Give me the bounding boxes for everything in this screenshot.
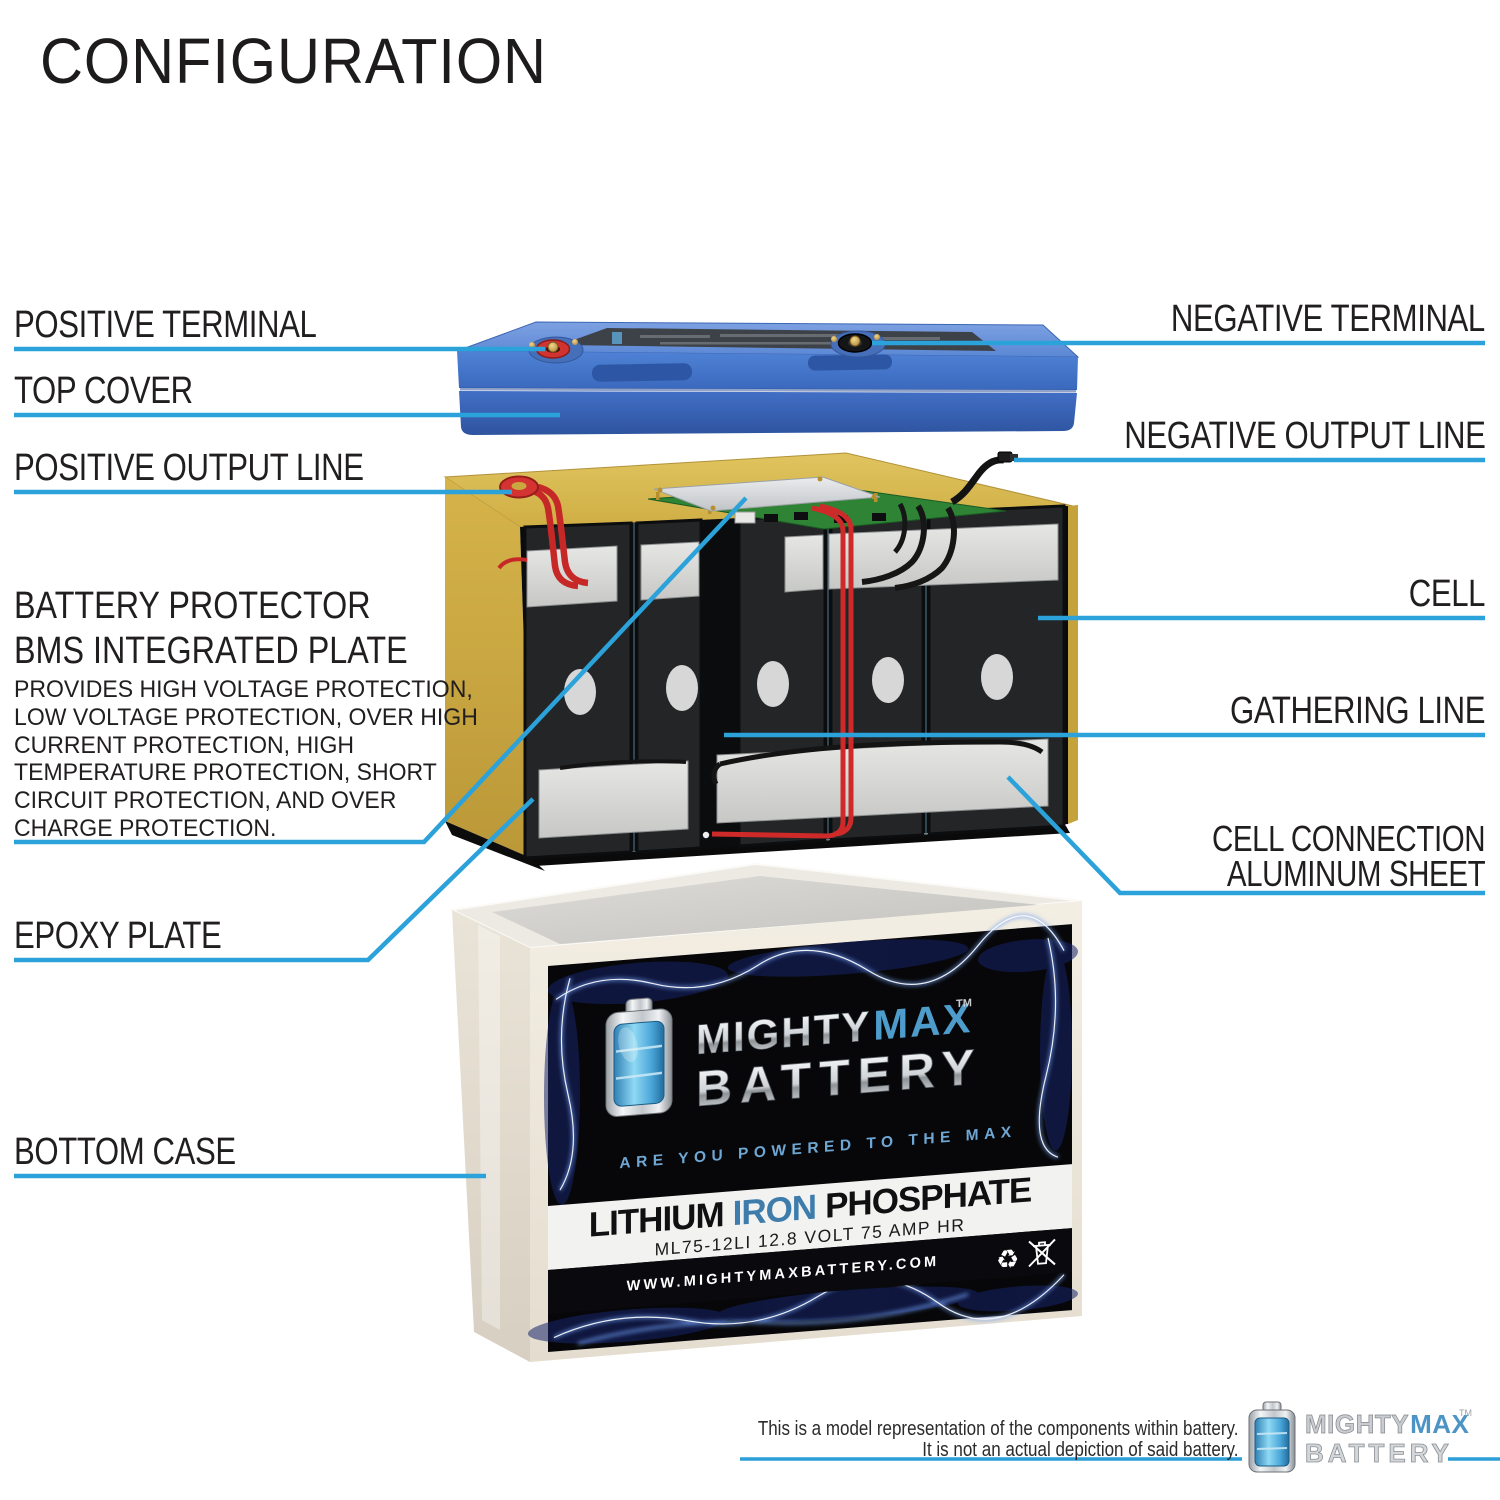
negative-output-wire <box>950 451 1018 506</box>
top-cover-label-streaks <box>640 334 940 345</box>
cell-oval <box>666 665 698 711</box>
epoxy-plate-callout-line <box>14 797 535 963</box>
bottom-case-highlight <box>478 925 500 1330</box>
label-battery-protector-desc: PROVIDES HIGH VOLTAGE PROTECTION, LOW VO… <box>14 676 478 842</box>
aluminum-sheet <box>538 760 689 839</box>
cell-pack <box>443 451 1078 871</box>
label-trademark: TM <box>956 997 972 1010</box>
footer-brand-battery: BATTERY <box>1305 1438 1453 1468</box>
positive-terminal <box>528 336 584 364</box>
label-negative-terminal: NEGATIVE TERMINAL <box>1171 298 1485 340</box>
cell-oval <box>757 661 789 707</box>
bottom-case-interior <box>492 876 1040 944</box>
epoxy-plate-bottom-strip <box>531 826 1070 866</box>
top-cover-handle-left <box>592 363 693 382</box>
lightning-art <box>528 914 1078 1346</box>
bms-plate <box>653 476 881 512</box>
label-positive-output-line: POSITIVE OUTPUT LINE <box>14 447 364 489</box>
bottom-case: MIGHTYMAX TM BATTERY ARE YOU POWERED TO … <box>448 862 1083 1362</box>
positive-output-wire <box>497 483 589 590</box>
aluminum-sheets-bottom <box>538 738 1049 839</box>
top-cover-seam <box>459 387 1077 393</box>
recycle-icon: ♻ <box>996 1243 1019 1275</box>
top-cover-label-mark <box>612 332 622 344</box>
bottom-cell-wires <box>559 739 1044 786</box>
aluminum-sheet <box>828 523 1059 590</box>
gathering-wire-connector <box>702 831 710 839</box>
cell-pack-right-edge <box>1068 505 1078 824</box>
battery-label: MIGHTYMAX TM BATTERY ARE YOU POWERED TO … <box>528 914 1078 1352</box>
cell-oval <box>872 657 904 703</box>
top-cover <box>456 321 1080 435</box>
epoxy-plate-edge <box>445 821 545 871</box>
top-cover-handle-right <box>808 354 893 371</box>
footer-logo: MIGHTYMAX TM BATTERY <box>740 1401 1500 1473</box>
label-white-band <box>548 1164 1072 1270</box>
label-battery-protector-title: BATTERY PROTECTOR BMS INTEGRATED PLATE <box>14 585 408 672</box>
label-top-cover: TOP COVER <box>14 370 193 412</box>
aluminum-sheet <box>784 534 824 593</box>
label-battery-icon <box>605 997 673 1117</box>
footer-trademark: TM <box>1459 1408 1472 1418</box>
label-bottom-case: BOTTOM CASE <box>14 1131 236 1173</box>
bottom-case-left-face <box>452 910 530 1362</box>
label-cell: CELL <box>1408 573 1486 615</box>
negative-terminal <box>830 330 886 358</box>
bms-plate-callout-line <box>14 496 748 845</box>
cell-pack-left-face <box>445 477 531 858</box>
bms-black-wires <box>861 502 957 591</box>
footer-disclaimer: This is a model representation of the co… <box>757 1419 1238 1461</box>
aluminum-sheet <box>640 541 700 601</box>
footer-disclaimer-line-2: It is not an actual depiction of said ba… <box>921 1439 1238 1461</box>
crossed-bin-icon <box>1028 1238 1056 1268</box>
cell-ovals <box>564 654 1013 715</box>
label-epoxy-plate: EPOXY PLATE <box>14 915 222 957</box>
footer-disclaimer-line-1: This is a model representation of the co… <box>757 1418 1238 1440</box>
label-negative-output-line: NEGATIVE OUTPUT LINE <box>1123 415 1486 457</box>
callout-lines <box>14 340 1485 1179</box>
gathering-wire <box>711 503 854 839</box>
label-positive-terminal: POSITIVE TERMINAL <box>14 304 317 346</box>
label-website-band <box>548 1228 1072 1314</box>
footer-battery-icon <box>1248 1401 1296 1473</box>
positive-output-ring-terminal <box>499 475 539 499</box>
bms-connector <box>734 511 756 524</box>
cell-oval <box>981 654 1013 700</box>
footer-brand-text: MIGHTYMAX <box>1305 1409 1470 1439</box>
top-cover-lower-slab <box>459 391 1077 435</box>
bms-plate-screws <box>657 476 877 511</box>
cell-oval <box>564 669 596 715</box>
label-gathering-line: GATHERING LINE <box>1229 690 1486 732</box>
page-title: CONFIGURATION <box>40 25 547 97</box>
cell-connection-callout-line <box>1006 775 1485 896</box>
label-cell-connection: CELL CONNECTION ALUMINUM SHEET <box>1211 818 1486 894</box>
